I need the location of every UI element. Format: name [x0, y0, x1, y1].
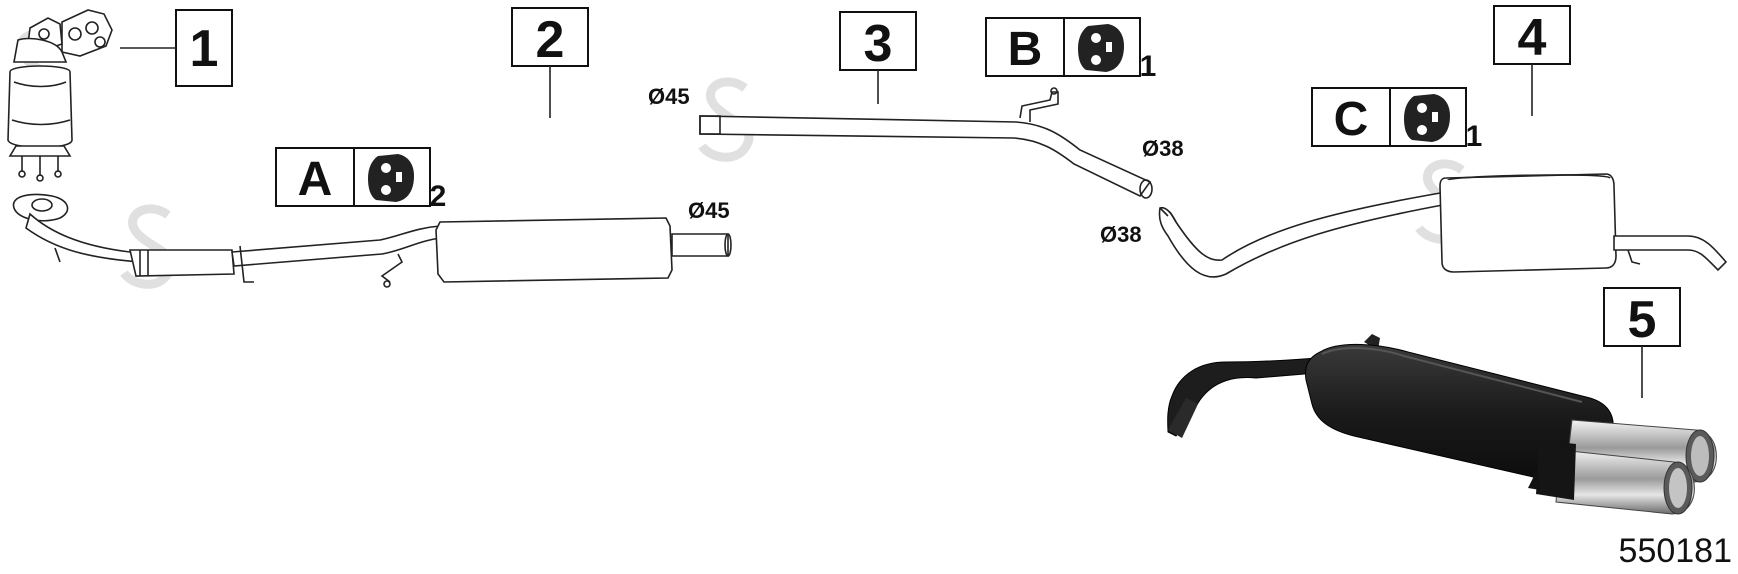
label-box-part-1: 1 — [120, 9, 233, 87]
mount-box-B: B 1 — [985, 17, 1157, 83]
mount-box-A: A 2 — [275, 147, 447, 213]
diameter-part3-inlet: Ø45 — [648, 84, 690, 109]
mount-qty-C: 1 — [1466, 120, 1483, 153]
part-2-front-pipe-silencer — [12, 193, 732, 288]
mount-letter-C: C — [1334, 93, 1369, 146]
part-3-number: 3 — [864, 15, 893, 73]
catalog-code: 550181 — [1619, 532, 1732, 570]
label-box-part-4: 4 — [1493, 5, 1571, 116]
part-4-rear-silencer — [1158, 173, 1728, 278]
mount-box-C: C 1 — [1311, 87, 1483, 153]
part-5-sport-silencer — [1167, 334, 1717, 515]
diameter-part4-inlet: Ø38 — [1100, 222, 1142, 247]
rubber-mount-icon — [1404, 94, 1450, 142]
rubber-mount-icon — [368, 154, 414, 202]
part-1-number: 1 — [190, 20, 219, 78]
mount-letter-B: B — [1008, 23, 1043, 76]
mount-qty-A: 2 — [430, 180, 447, 213]
label-box-part-2: 2 — [511, 7, 589, 118]
part-3-intermediate-pipe — [699, 87, 1153, 199]
part-4-number: 4 — [1518, 9, 1547, 67]
diameter-part2-outlet: Ø45 — [688, 198, 730, 223]
diameter-part3-outlet: Ø38 — [1142, 136, 1184, 161]
rubber-mount-icon — [1078, 24, 1124, 72]
part-1-catalytic-converter — [7, 9, 113, 182]
label-box-part-3: 3 — [839, 11, 917, 104]
label-box-part-5: 5 — [1603, 287, 1681, 398]
mount-letter-A: A — [298, 153, 333, 206]
mount-qty-B: 1 — [1140, 50, 1157, 83]
part-2-number: 2 — [536, 11, 565, 69]
part-5-number: 5 — [1628, 291, 1657, 349]
